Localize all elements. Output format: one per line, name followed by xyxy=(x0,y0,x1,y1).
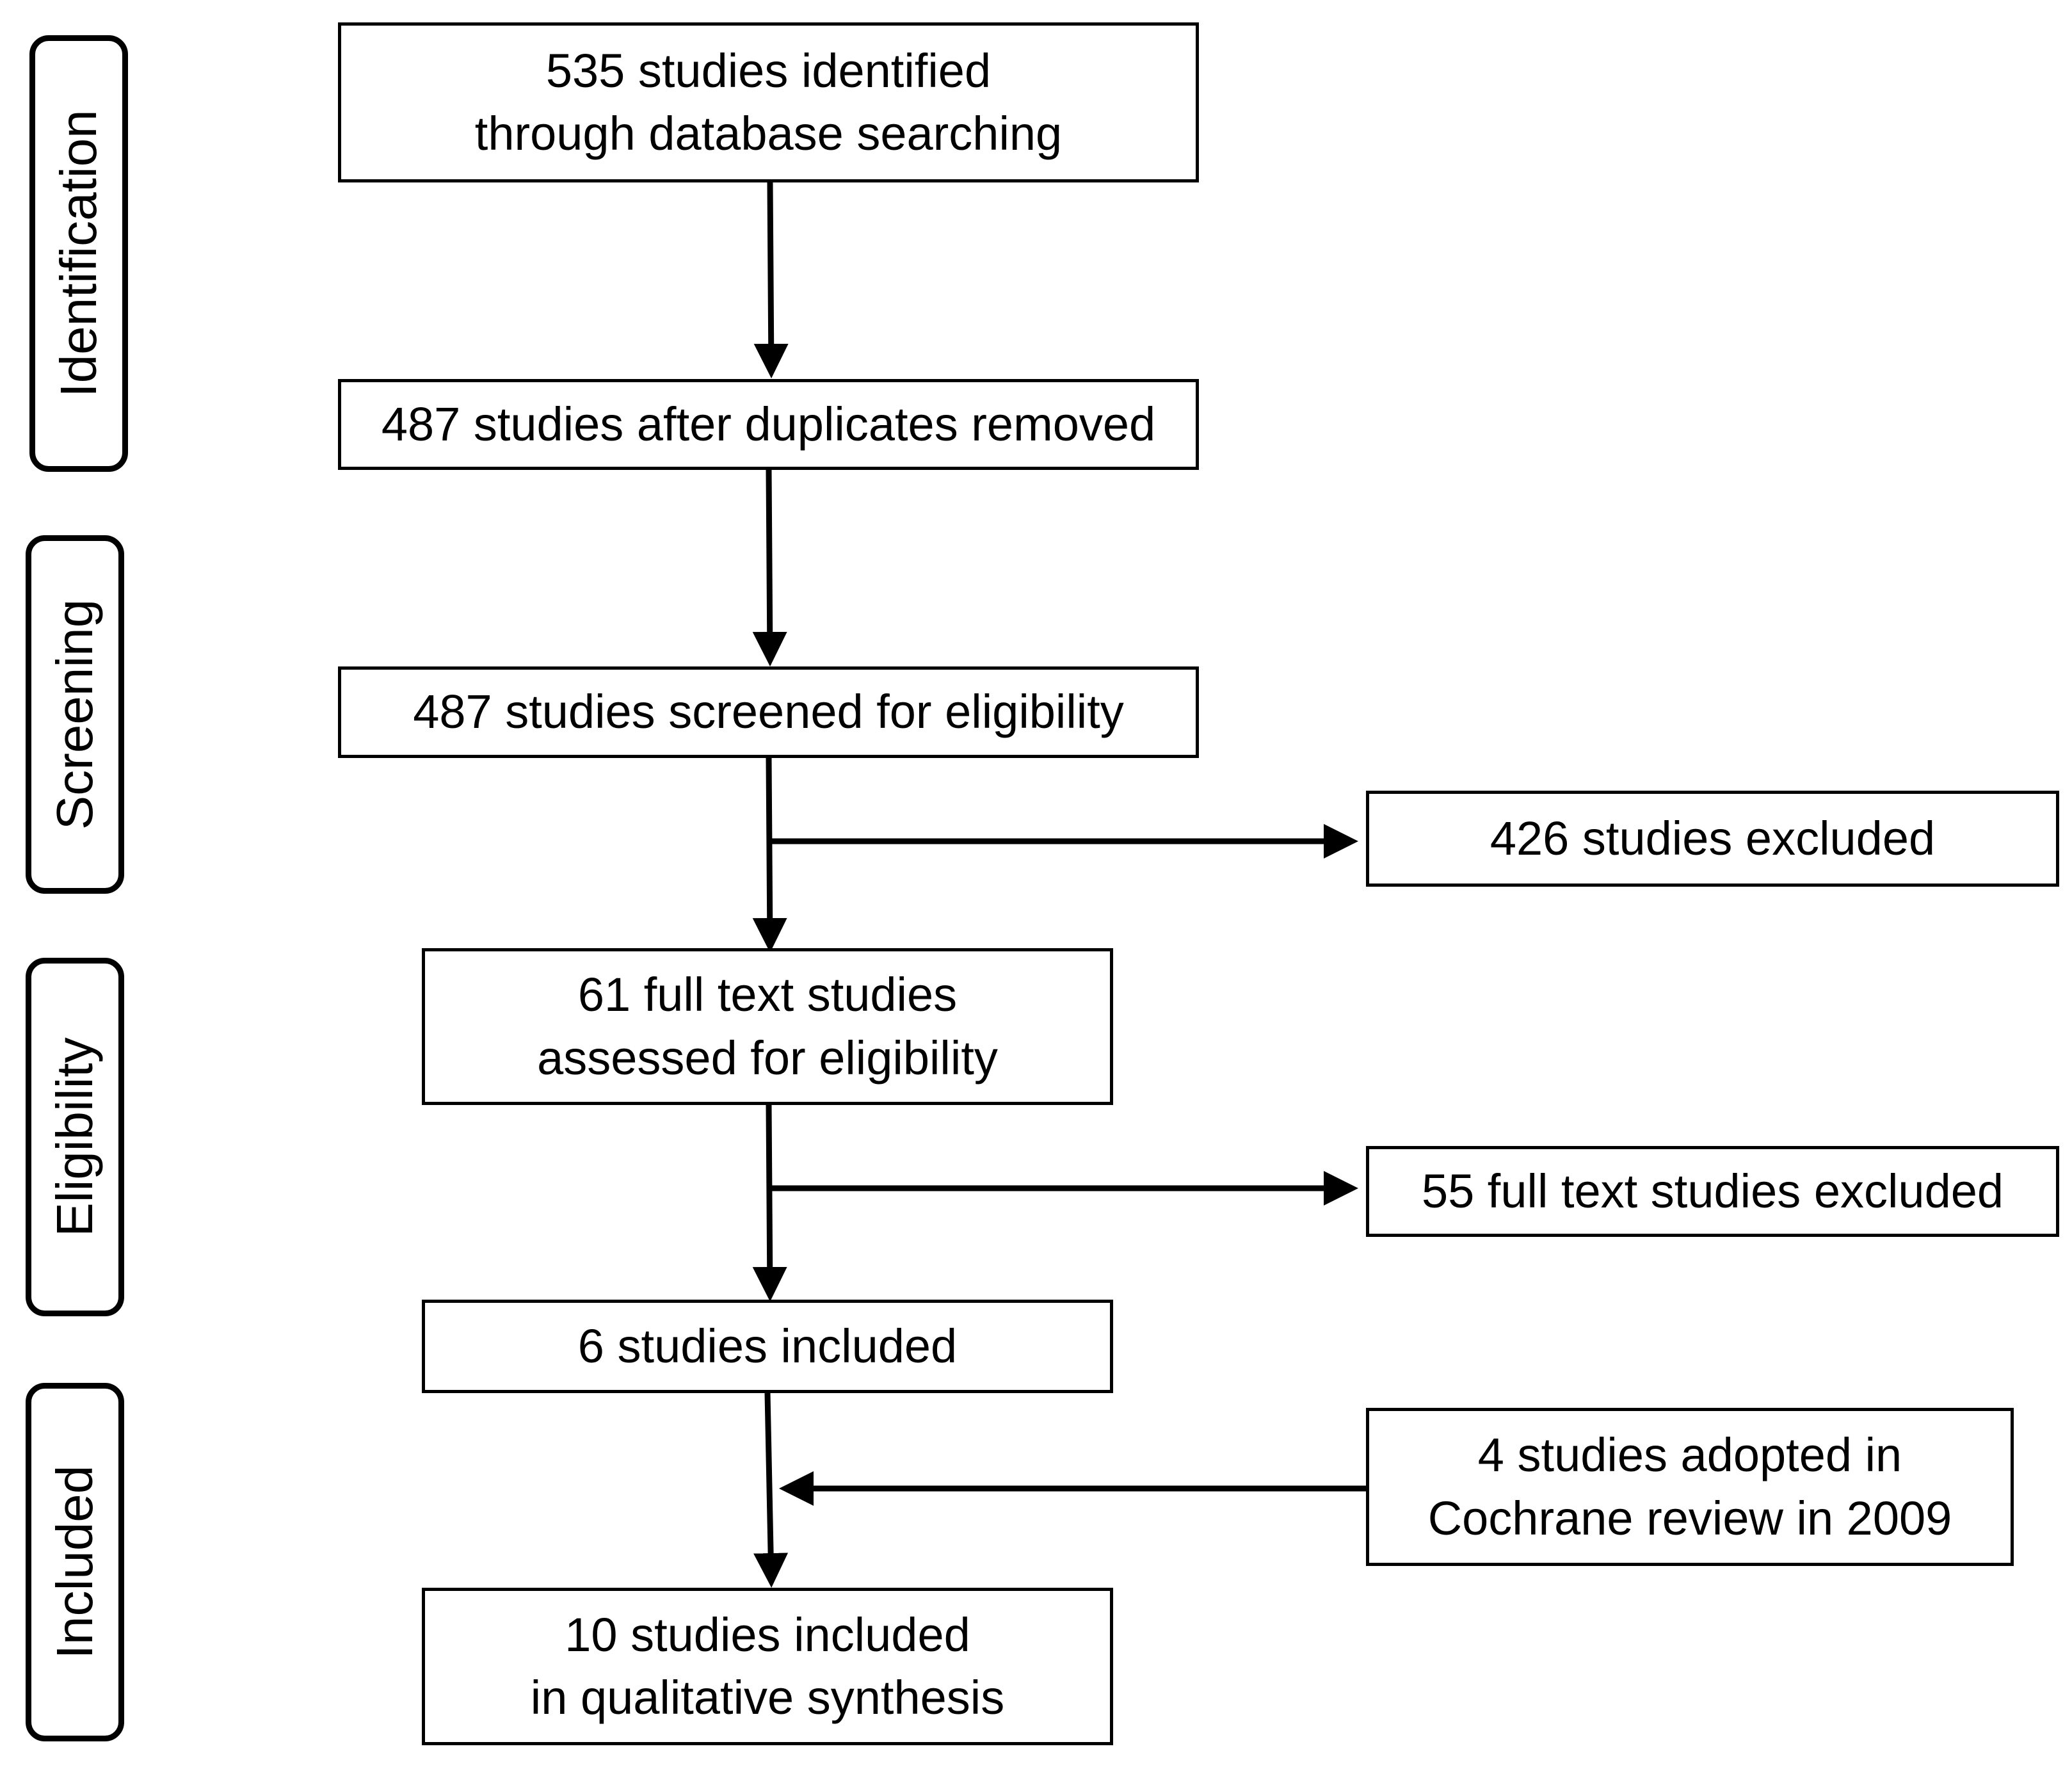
stage-identification: Identification xyxy=(29,35,128,472)
box-identified-text: 535 studies identified through database … xyxy=(474,44,1063,160)
box-six-included-text: 6 studies included xyxy=(577,1319,958,1373)
arrow-screened-to-full-text xyxy=(752,757,787,953)
box-final-included: 10 studies included in qualitative synth… xyxy=(422,1588,1113,1745)
box-after-duplicates: 487 studies after duplicates removed xyxy=(338,379,1199,470)
box-identified: 535 studies identified through database … xyxy=(338,22,1199,182)
box-full-text-assessed: 61 full text studies assessed for eligib… xyxy=(422,948,1113,1105)
stage-screening: Screening xyxy=(26,535,124,894)
box-excluded: 426 studies excluded xyxy=(1366,791,2059,887)
box-full-text-excluded-text: 55 full text studies excluded xyxy=(1421,1164,2004,1218)
box-cochrane-adopted-text: 4 studies adopted in Cochrane review in … xyxy=(1427,1428,1952,1545)
box-six-included: 6 studies included xyxy=(422,1300,1113,1393)
box-final-included-text: 10 studies included in qualitative synth… xyxy=(530,1608,1005,1724)
stage-included-label: Included xyxy=(46,1465,103,1659)
box-after-duplicates-text: 487 studies after duplicates removed xyxy=(381,397,1156,451)
arrow-full-text-to-six xyxy=(752,1104,787,1302)
stage-identification-label: Identification xyxy=(50,109,107,398)
box-full-text-excluded: 55 full text studies excluded xyxy=(1366,1146,2059,1237)
box-excluded-text: 426 studies excluded xyxy=(1490,811,1936,865)
box-full-text-assessed-text: 61 full text studies assessed for eligib… xyxy=(537,968,998,1085)
stage-eligibility-label: Eligibility xyxy=(46,1037,103,1237)
box-cochrane-adopted: 4 studies adopted in Cochrane review in … xyxy=(1366,1408,2014,1566)
arrow-identified-to-duplicates xyxy=(753,182,789,378)
stage-included: Included xyxy=(26,1383,124,1741)
box-screened-text: 487 studies screened for eligibility xyxy=(413,685,1124,739)
arrow-duplicates-to-screened xyxy=(752,469,787,666)
box-screened: 487 studies screened for eligibility xyxy=(338,666,1199,758)
stage-screening-label: Screening xyxy=(46,599,103,830)
arrow-six-to-final xyxy=(753,1392,789,1588)
stage-eligibility: Eligibility xyxy=(26,958,124,1316)
